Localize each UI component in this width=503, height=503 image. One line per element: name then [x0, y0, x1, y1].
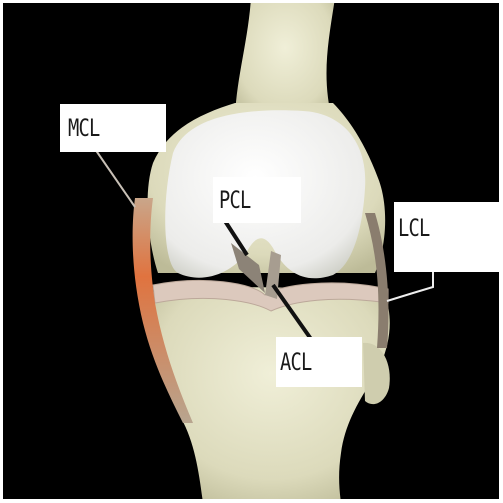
- mcl-leader-line: [95, 149, 135, 207]
- acl-label-text: ACL: [280, 348, 311, 376]
- pcl-label: PCL: [213, 177, 301, 223]
- mcl-label: MCL: [60, 104, 166, 152]
- mcl-label-text: MCL: [68, 114, 99, 142]
- knee-diagram: MCL PCL LCL ACL: [3, 3, 499, 499]
- lcl-label-text: LCL: [398, 214, 429, 242]
- acl-label: ACL: [276, 337, 362, 387]
- lcl-label: LCL: [394, 202, 499, 272]
- tibia: [153, 287, 390, 499]
- fibula: [363, 343, 390, 404]
- lcl-leader-line: [387, 269, 433, 301]
- pcl-label-text: PCL: [219, 186, 250, 214]
